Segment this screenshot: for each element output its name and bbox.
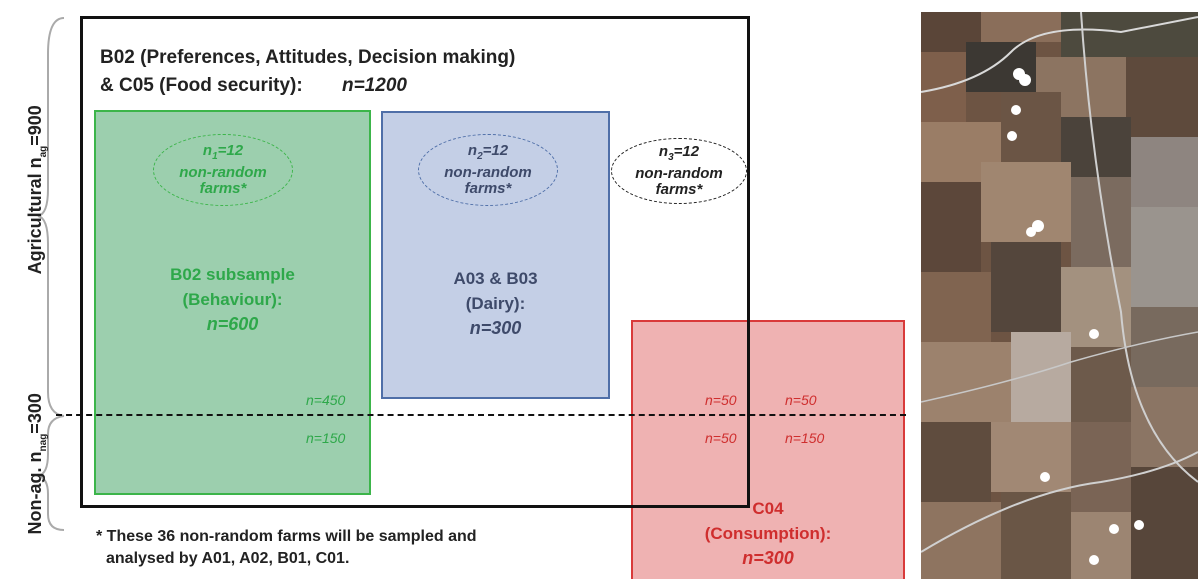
b02-subsample-title: B02 subsample (Behaviour): n=600 bbox=[96, 262, 369, 337]
group-braces bbox=[37, 17, 65, 531]
green-n-ag: n=450 bbox=[306, 392, 346, 408]
nonrandom-farms-oval-3: n3=12 non-random farms* bbox=[611, 138, 747, 204]
c04-box bbox=[631, 320, 905, 579]
ag-nonag-separator bbox=[56, 414, 906, 416]
a03-b03-title: A03 & B03 (Dairy): n=300 bbox=[383, 266, 608, 341]
nonrandom-farms-oval-1: n1=12 non-random farms* bbox=[153, 134, 293, 206]
outer-title: B02 (Preferences, Attitudes, Decision ma… bbox=[100, 44, 515, 100]
c04-title: C04 (Consumption): n=300 bbox=[633, 496, 903, 571]
nonag-brace bbox=[37, 415, 65, 531]
b02-c05-outer-box bbox=[80, 16, 750, 508]
agricultural-label: Agricultural nag=900 bbox=[25, 105, 49, 275]
nonrandom-farms-oval-2: n2=12 non-random farms* bbox=[418, 134, 558, 206]
footnote-line1: * These 36 non-random farms will be samp… bbox=[96, 528, 477, 545]
red-n-bottom-right: n=150 bbox=[785, 430, 825, 446]
footnote: * These 36 non-random farms will be samp… bbox=[96, 526, 477, 570]
outer-n: n=1200 bbox=[341, 75, 407, 96]
nonag-label: Non-ag. nnag=300 bbox=[25, 393, 49, 535]
b02-subsample-n: n=600 bbox=[206, 314, 259, 334]
outer-title-line1: B02 (Preferences, Attitudes, Decision ma… bbox=[100, 47, 516, 68]
a03-b03-n: n=300 bbox=[469, 318, 522, 338]
c04-n: n=300 bbox=[742, 548, 794, 568]
footnote-line2: analysed by A01, A02, B01, C01. bbox=[106, 550, 350, 567]
satellite-map-image bbox=[921, 12, 1198, 579]
a03-b03-box bbox=[381, 111, 610, 399]
outer-title-line2: & C05 (Food security): n=1200 bbox=[100, 75, 407, 96]
red-n-top-right: n=50 bbox=[785, 392, 817, 408]
agricultural-brace bbox=[37, 17, 65, 417]
red-n-top-left: n=50 bbox=[705, 392, 737, 408]
green-n-nonag: n=150 bbox=[306, 430, 346, 446]
red-n-bottom-left: n=50 bbox=[705, 430, 737, 446]
